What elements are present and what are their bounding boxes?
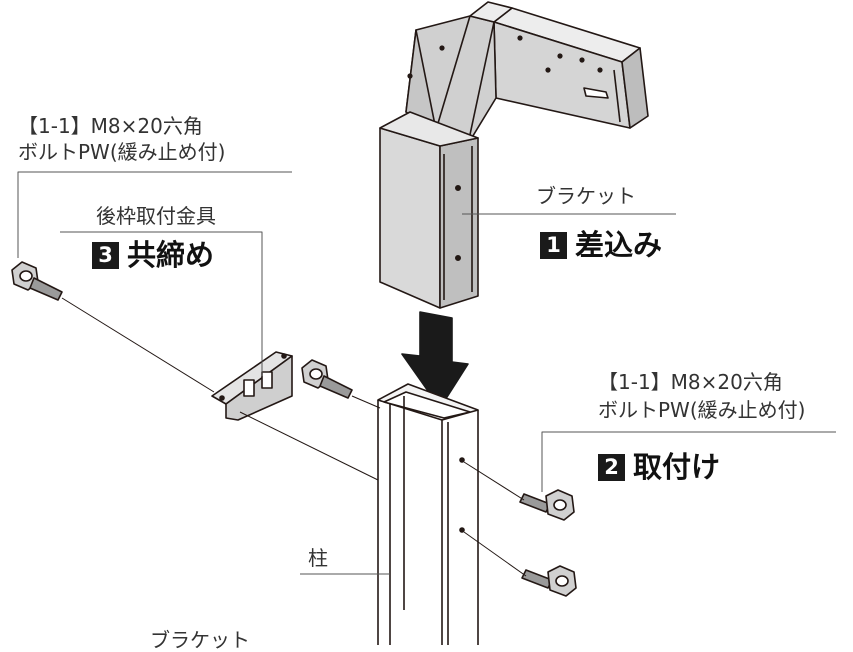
- bracket-upper: [379, 1, 649, 309]
- bolt-middle: [301, 359, 353, 399]
- step-2-number: 2: [598, 454, 625, 481]
- assembly-lines: [61, 297, 527, 577]
- leader-lines: [17, 171, 836, 575]
- step-3-number: 3: [92, 242, 119, 269]
- label-post: 柱: [308, 546, 328, 570]
- label-bracket-bottom: ブラケット: [150, 628, 250, 652]
- label-rear-fitting: 後枠取付金具: [96, 204, 216, 228]
- bolt-right-lower: [521, 565, 577, 597]
- bolt-left: [11, 261, 63, 301]
- step-1-number: 1: [540, 232, 567, 259]
- label-bolt-right-line1: 【1-1】M8×20六角: [598, 370, 783, 394]
- step-2-text: 取付け: [633, 450, 721, 484]
- label-bracket-top: ブラケット: [536, 184, 636, 208]
- step-1: 1 差込み: [540, 228, 662, 262]
- rear-frame-fitting: [211, 351, 293, 421]
- label-bolt-left-line2: ボルトPW(緩み止め付): [18, 140, 226, 164]
- label-bolt-right-line2: ボルトPW(緩み止め付): [598, 398, 806, 422]
- post-column: [377, 383, 479, 645]
- bolt-right-upper: [519, 489, 575, 521]
- step-2: 2 取付け: [598, 450, 720, 484]
- insert-arrow: [401, 311, 469, 409]
- step-3-text: 共締め: [127, 238, 215, 272]
- step-1-text: 差込み: [575, 228, 663, 262]
- label-bolt-left-line1: 【1-1】M8×20六角: [18, 114, 203, 138]
- step-3: 3 共締め: [92, 238, 214, 272]
